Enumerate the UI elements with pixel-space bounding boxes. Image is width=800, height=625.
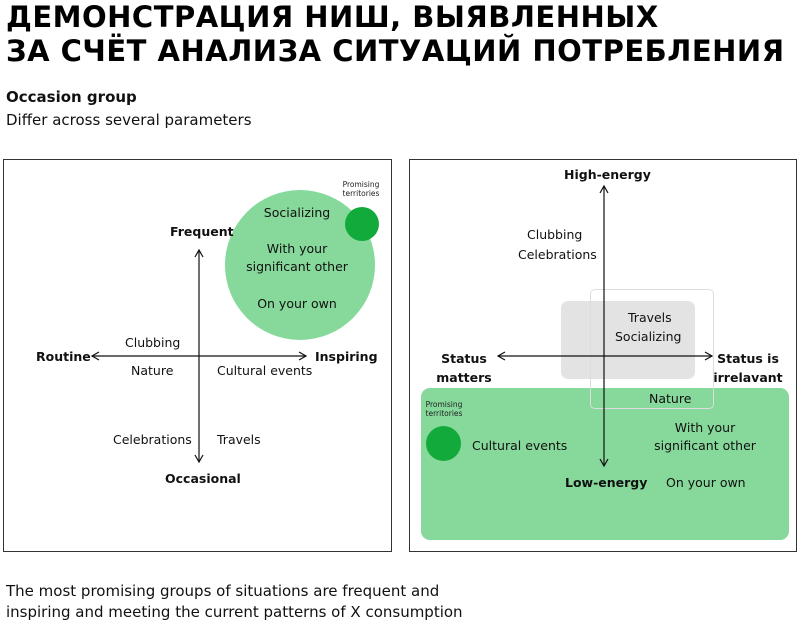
promising-label-line-2: territories [342, 189, 380, 198]
right-axes [496, 184, 714, 468]
footer-note: The most promising groups of situations … [6, 581, 706, 623]
occasion-cultural-events: Cultural events [472, 438, 568, 453]
promising-label-line-1: Promising [342, 180, 380, 189]
axis-label-status-irrelevant-line-2: irrelavant [713, 370, 783, 385]
occasion-celebrations: Celebrations [113, 432, 192, 447]
occasion-travels: Travels [217, 432, 261, 447]
occasion-on-your-own: On your own [257, 296, 337, 311]
occasion-clubbing: Clubbing [527, 227, 583, 242]
occasion-celebrations: Celebrations [518, 247, 597, 262]
promising-dot [426, 426, 461, 461]
axis-label-inspiring: Inspiring [315, 349, 378, 364]
footer-line-2: inspiring and meeting the current patter… [6, 603, 463, 621]
occasion-significant-other: significant other [246, 259, 348, 274]
occasion-nature: Nature [649, 391, 692, 406]
occasion-clubbing: Clubbing [125, 335, 181, 350]
occasion-cultural-events: Cultural events [217, 363, 313, 378]
page-title-line-1: Демонстрация ниш, выявленных [6, 0, 659, 34]
frequency-inspiration-map: Promising territories Frequent Occasiona… [3, 159, 392, 552]
axis-label-frequent: Frequent [170, 224, 234, 239]
subheading-description: Differ across several parameters [6, 111, 252, 129]
page-title: Демонстрация ниш, выявленных за счёт ана… [6, 0, 796, 68]
axis-label-high-energy: High-energy [564, 167, 651, 182]
axis-label-occasional: Occasional [165, 471, 241, 486]
footer-line-1: The most promising groups of situations … [6, 582, 440, 600]
promising-label-line-1: Promising [425, 400, 463, 409]
occasion-with-your: With your [674, 420, 736, 435]
promising-territories-label: Promising territories [418, 400, 470, 418]
axis-label-status-irrelevant-line-1: Status is [717, 351, 779, 366]
gray-overlap-box [561, 301, 695, 379]
promising-territories-label: Promising territories [336, 180, 386, 198]
axis-label-status-irrelevant: Status is irrelavant [712, 349, 784, 387]
promising-label-line-2: territories [425, 409, 463, 418]
occasion-socializing: Socializing [615, 329, 682, 344]
axis-label-status-matters-line-1: Status [441, 351, 487, 366]
axis-label-routine: Routine [36, 349, 91, 364]
page-title-line-2: за счёт анализа ситуаций потребления [6, 34, 785, 68]
occasion-socializing: Socializing [263, 205, 331, 220]
promising-dot [345, 207, 379, 241]
axis-label-status-matters-line-2: matters [436, 370, 492, 385]
axis-label-low-energy: Low-energy [565, 475, 648, 490]
outline-overlap-box [590, 289, 714, 409]
subheading: Occasion group [6, 88, 137, 106]
occasion-with-your: With your [266, 241, 328, 256]
occasion-travels: Travels [628, 310, 672, 325]
left-axes [90, 248, 308, 464]
axis-label-status-matters: Status matters [434, 349, 494, 387]
energy-status-map: Promising territories High-energy Low-en… [409, 159, 797, 552]
occasion-nature: Nature [131, 363, 174, 378]
occasion-significant-other: significant other [654, 438, 756, 453]
occasion-on-your-own: On your own [666, 475, 746, 490]
